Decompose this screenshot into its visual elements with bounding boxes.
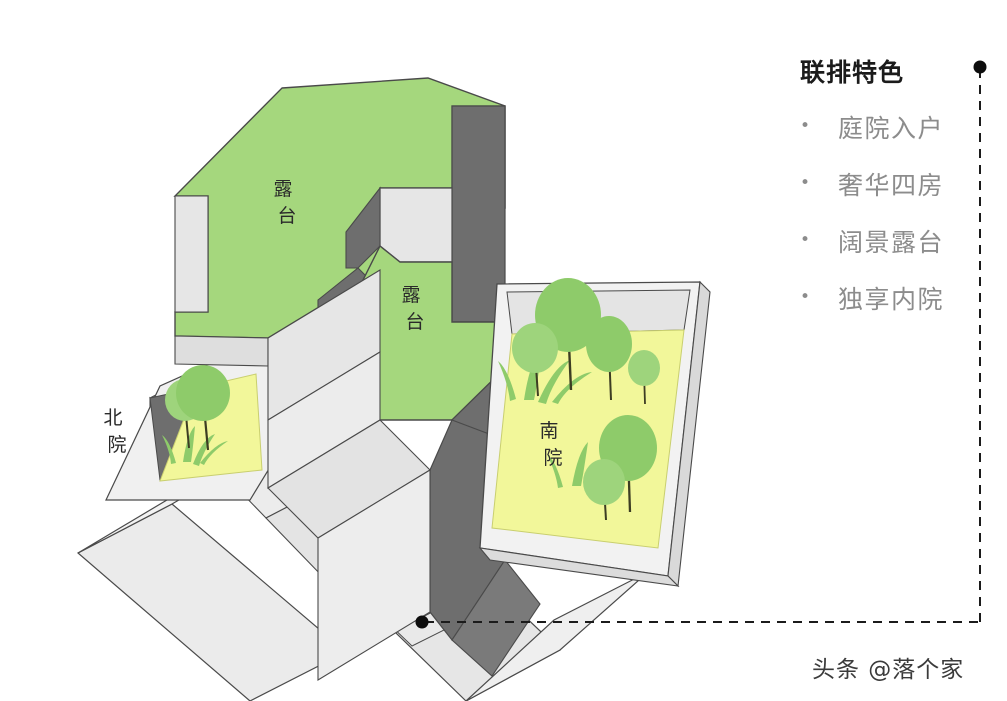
south-tree-3 [586,316,632,401]
panel-title: 联排特色 [800,58,905,87]
central-building-mass [173,77,541,681]
feature-label-3: 阔景露台 [838,227,945,257]
feature-item-3: • 阔景露台 [800,212,985,269]
south-courtyard-group: 南 院 [478,278,711,588]
central-gray-roof-d [317,469,431,681]
north-courtyard-group: 北 院 [103,339,301,501]
feature-label-2: 奢华四房 [838,170,945,200]
watermark: 头条 @落个家 [812,657,965,683]
central-left-face-upper [174,195,209,313]
south-tree-6 [583,459,625,521]
feature-item-2: • 奢华四房 [800,155,985,212]
mid-notch-roof [379,187,453,263]
feature-label-4: 独享内院 [838,284,945,314]
bullet-icon: • [800,173,811,193]
central-left-face-lower [174,335,269,367]
callout-dot-bottom [415,615,429,629]
south-tree-2 [512,323,558,397]
feature-label-1: 庭院入户 [838,113,945,143]
bullet-icon: • [800,230,811,250]
terrace-label-upper: 露 台 [273,178,302,227]
feature-list: • 庭院入户 • 奢华四房 • 阔景露台 • 独享内院 [800,98,985,326]
feature-item-4: • 独享内院 [800,269,985,326]
callout-dot-top [973,60,987,74]
bullet-icon: • [800,287,811,307]
south-court-bottom-wall-face [478,547,680,587]
feature-item-1: • 庭院入户 [800,98,985,155]
callout-connector [415,60,987,629]
building-right-flank-lower [451,559,541,677]
south-tree-4 [628,350,660,405]
north-tree-large [176,365,230,451]
notch-left-wall [345,186,381,269]
north-court-label: 北 院 [103,407,132,456]
south-court-label: 南 院 [539,420,568,469]
feature-panel: 联排特色 • 庭院入户 • 奢华四房 • 阔景露台 • 独享内院 [800,58,985,326]
bullet-icon: • [800,116,811,136]
terrace-label-lower: 露 台 [401,284,430,333]
